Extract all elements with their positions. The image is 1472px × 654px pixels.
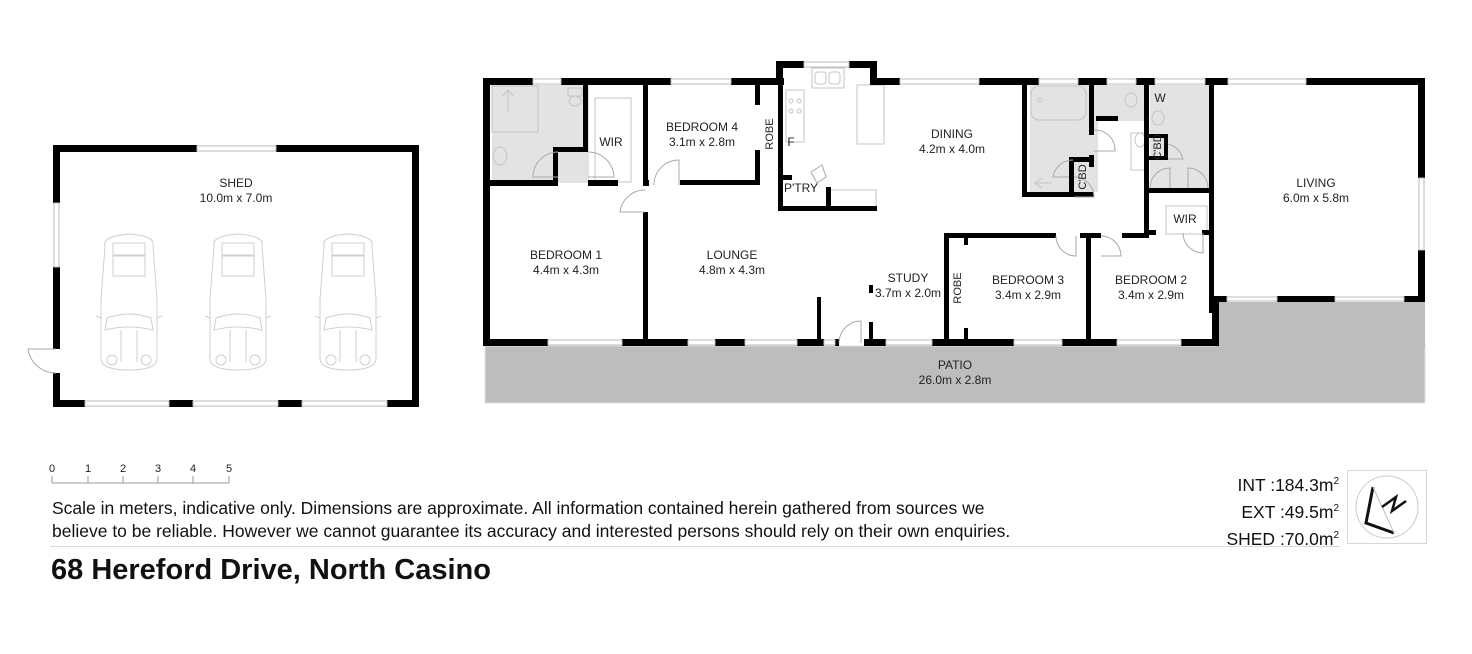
north-arrow-icon: [1355, 475, 1419, 539]
scale-tick-4: 4: [190, 463, 196, 475]
scale-bar: [51, 476, 230, 484]
label-cbd-bathroom: C'BD: [1077, 164, 1089, 189]
scale-bar-labels: 0 1 2 3 4 5: [49, 463, 232, 475]
car-icon: [314, 233, 382, 371]
room-name-bedroom3: BEDROOM 3: [992, 273, 1064, 287]
room-dims-bedroom1: 4.4m x 4.3m: [533, 263, 599, 277]
area-unit-sup: 2: [1333, 503, 1339, 514]
car-rear-window: [331, 242, 365, 256]
room-dims-bedroom2: 3.4m x 2.9m: [1118, 288, 1184, 302]
area-unit-sup: 2: [1333, 530, 1339, 541]
scale-tick-5: 5: [226, 463, 232, 475]
scale-tick-0: 0: [49, 463, 55, 475]
room-dims-lounge: 4.8m x 4.3m: [699, 263, 765, 277]
room-name-dining: DINING: [931, 127, 973, 141]
shed-walls: [53, 145, 419, 407]
room-name-lounge: LOUNGE: [707, 248, 758, 262]
area-value: :49.5m: [1279, 502, 1334, 522]
room-dims-bedroom3: 3.4m x 2.9m: [995, 288, 1061, 302]
shed-dims: 10.0m x 7.0m: [200, 191, 273, 205]
room-name-bedroom2: BEDROOM 2: [1115, 273, 1187, 287]
property-address: 68 Hereford Drive, North Casino: [51, 554, 491, 586]
room-name-bedroom4: BEDROOM 4: [666, 120, 738, 134]
area-shed: SHED :70.0m2: [1226, 524, 1339, 551]
label-fridge: F: [787, 135, 794, 149]
area-value: :184.3m: [1270, 475, 1334, 495]
room-dims-dining: 4.2m x 4.0m: [919, 142, 985, 156]
area-unit-sup: 2: [1333, 476, 1339, 487]
patio-area: PATIO 26.0m x 2.8m: [484, 302, 1426, 404]
room-dims-living: 6.0m x 5.8m: [1283, 191, 1349, 205]
shed-name: SHED: [219, 176, 253, 190]
scale-tick-2: 2: [120, 463, 126, 475]
shed-windows: [53, 145, 388, 407]
car-rear-window: [221, 242, 255, 256]
house-windows: [532, 61, 1425, 346]
area-label: EXT: [1241, 502, 1276, 522]
disclaimer-line-2: believe to be reliable. However we canno…: [52, 521, 1011, 541]
house: BEDROOM 4 3.1m x 2.8m DINING 4.2m x 4.0m…: [483, 61, 1425, 346]
area-value: :70.0m: [1279, 529, 1334, 549]
label-robe-bedroom3: ROBE: [952, 272, 964, 303]
label-wir-ensuite: WIR: [599, 135, 623, 149]
room-name-living: LIVING: [1296, 176, 1335, 190]
area-label: INT: [1237, 475, 1266, 495]
scale-tick-3: 3: [155, 463, 161, 475]
room-dims-study: 3.7m x 2.0m: [875, 286, 941, 300]
disclaimer: Scale in meters, indicative only. Dimens…: [52, 497, 1010, 543]
scale-tick-1: 1: [85, 463, 91, 475]
label-cbd-laundry: C'BD: [1152, 134, 1164, 159]
label-pantry: P'TRY: [784, 181, 818, 195]
room-name-bedroom1: BEDROOM 1: [530, 248, 602, 262]
label-wc: W: [1154, 91, 1166, 105]
disclaimer-line-1: Scale in meters, indicative only. Dimens…: [52, 498, 985, 518]
room-name-patio: PATIO: [938, 358, 972, 372]
room-dims-bedroom4: 3.1m x 2.8m: [669, 135, 735, 149]
car-rear-window: [112, 242, 146, 256]
shed-building: SHED 10.0m x 7.0m: [27, 145, 419, 407]
shed-door: [27, 348, 57, 374]
room-name-study: STUDY: [888, 271, 929, 285]
label-robe-bedroom4: ROBE: [764, 118, 776, 149]
area-summary: INT :184.3m2 EXT :49.5m2 SHED :70.0m2: [1226, 470, 1339, 551]
car-icon: [95, 233, 163, 371]
door-swings: [532, 129, 1209, 344]
house-walls: [483, 61, 1425, 346]
label-wir-bedroom2: WIR: [1173, 212, 1197, 226]
area-int: INT :184.3m2: [1226, 470, 1339, 497]
area-label: SHED: [1226, 529, 1276, 549]
divider: [50, 546, 1340, 547]
compass: [1347, 470, 1427, 544]
room-dims-patio: 26.0m x 2.8m: [919, 373, 992, 387]
car-icon: [204, 233, 272, 371]
area-ext: EXT :49.5m2: [1226, 497, 1339, 524]
shed-cars: [95, 233, 382, 371]
